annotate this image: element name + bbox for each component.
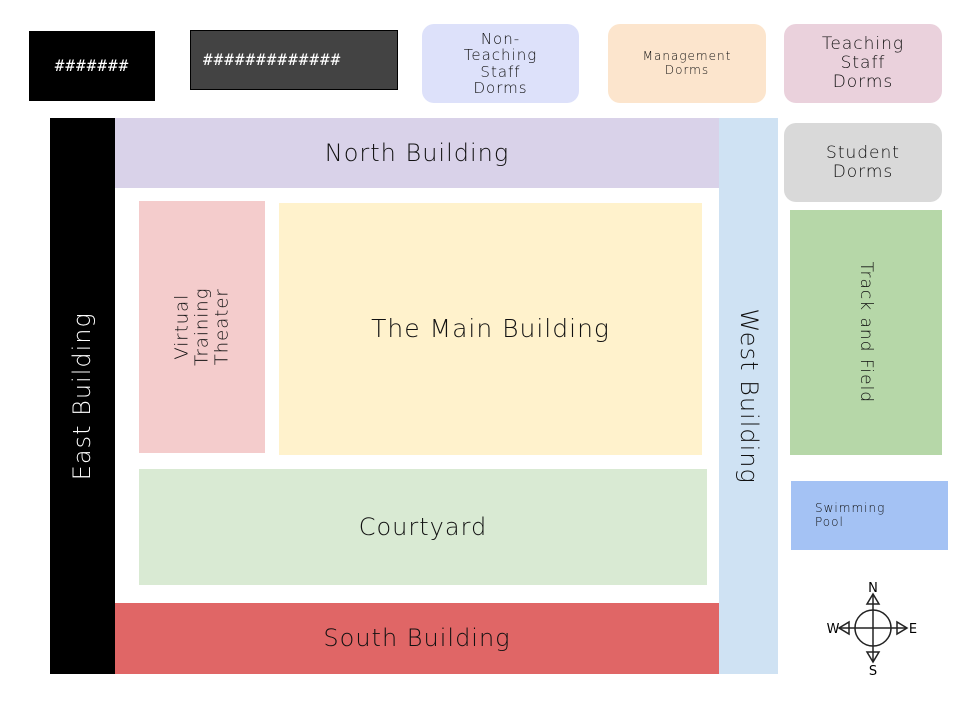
south-building: South Building <box>115 603 719 674</box>
compass-s: S <box>869 664 877 678</box>
compass-w: W <box>827 622 840 637</box>
courtyard: Courtyard <box>139 469 707 585</box>
label: Management Dorms <box>642 49 732 77</box>
track-and-field: Track and Field <box>790 210 942 455</box>
teaching-staff-dorms: Teaching Staff Dorms <box>784 24 942 103</box>
label: Swimming Pool <box>815 501 886 529</box>
management-dorms: Management Dorms <box>608 24 766 103</box>
west-building: West Building <box>719 118 778 674</box>
swimming-pool: Swimming Pool <box>791 481 948 550</box>
compass-n: N <box>868 581 878 596</box>
label: South Building <box>323 624 511 653</box>
label: Non-Teaching Staff Dorms <box>463 29 538 97</box>
east-building: East Building <box>50 118 115 674</box>
label: The Main Building <box>371 314 610 344</box>
north-building: North Building <box>115 118 719 188</box>
label: West Building <box>734 308 763 484</box>
label: Virtual Training Theater <box>171 287 232 367</box>
legend-black-box: ####### <box>29 31 155 101</box>
label: East Building <box>68 311 97 481</box>
main-building: The Main Building <box>279 203 702 455</box>
legend-label: ####### <box>54 56 130 76</box>
label: Courtyard <box>358 512 488 541</box>
legend-gray-box: ############# <box>190 30 398 90</box>
legend-label: ############# <box>203 50 342 70</box>
non-teaching-staff-dorms: Non-Teaching Staff Dorms <box>422 24 579 103</box>
compass-icon: N S W E <box>827 581 918 678</box>
label: North Building <box>324 138 510 167</box>
label: Teaching Staff Dorms <box>821 34 905 92</box>
label: Student Dorms <box>826 142 900 182</box>
label: Track and Field <box>856 261 877 404</box>
student-dorms: Student Dorms <box>784 123 942 202</box>
virtual-training-theater: Virtual Training Theater <box>139 201 265 453</box>
compass-e: E <box>909 622 917 637</box>
